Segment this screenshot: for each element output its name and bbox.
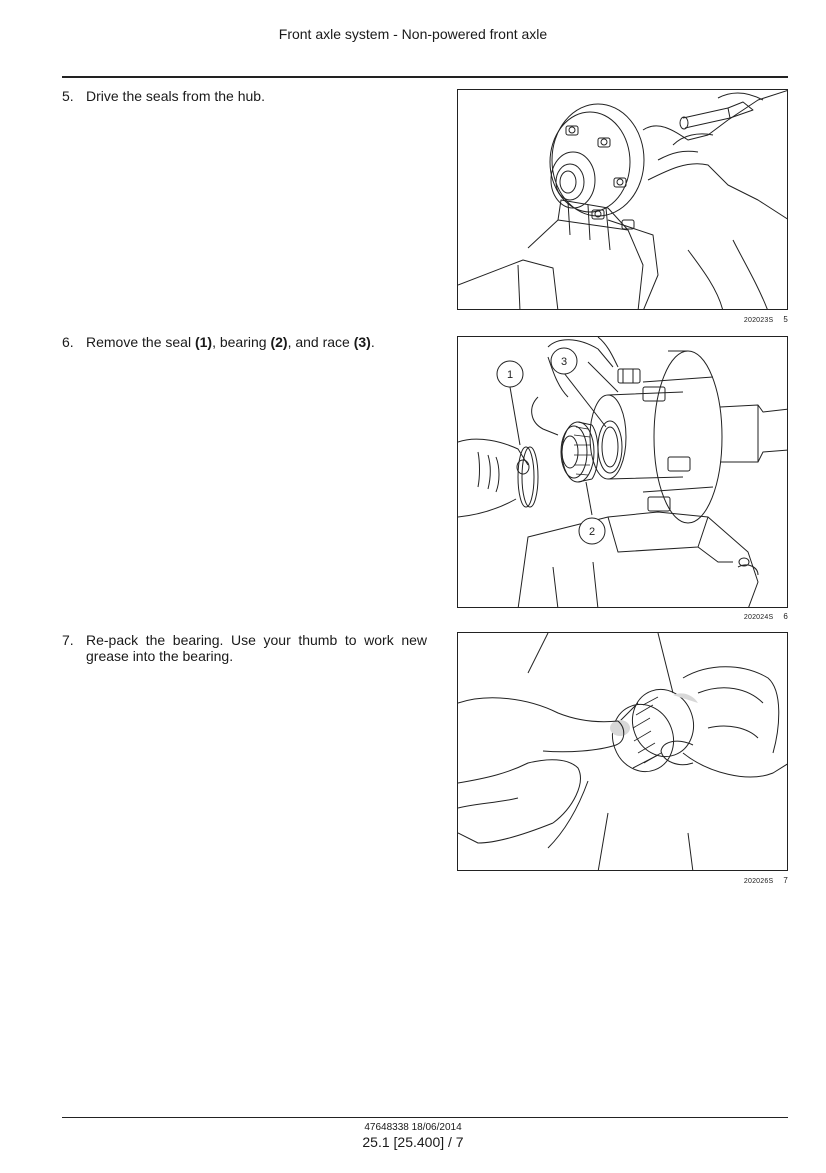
step-number: 5.	[62, 88, 74, 104]
figure-number: 5	[783, 315, 788, 324]
header-rule	[62, 76, 788, 78]
step-text: Remove the seal (1), bearing (2), and ra…	[86, 334, 375, 350]
figure-hub-seal-removal	[457, 89, 788, 310]
callout-seal: 1	[507, 369, 513, 381]
figure-code: 202024S	[743, 614, 774, 621]
figure-repack-bearing	[457, 632, 788, 871]
figure-caption: 202024S 6	[744, 612, 788, 621]
footer-rule	[62, 1117, 788, 1118]
step-text: Drive the seals from the hub.	[86, 88, 265, 104]
step-number: 6.	[62, 334, 74, 350]
callout-bearing: 2	[589, 526, 595, 538]
footer-doc-ref: 47648338 18/06/2014	[364, 1122, 462, 1133]
page-header: Front axle system - Non-powered front ax…	[278, 26, 548, 42]
step-number: 7.	[62, 632, 74, 648]
figure-seal-bearing-race: 1 3 2	[457, 336, 788, 608]
step-6: 6. Remove the seal (1), bearing (2), and…	[62, 334, 427, 350]
footer-page-number: 25.1 [25.400] / 7	[362, 1134, 464, 1150]
callout-race: 3	[561, 356, 567, 368]
figure-code: 202026S	[743, 878, 774, 885]
step-text: Re-pack the bearing. Use your thumb to w…	[86, 632, 427, 664]
figure-number: 7	[783, 876, 788, 885]
figure-caption: 202023S 5	[744, 315, 788, 324]
step-7: 7. Re-pack the bearing. Use your thumb t…	[62, 632, 427, 664]
figure-number: 6	[783, 612, 788, 621]
step-5: 5. Drive the seals from the hub.	[62, 88, 427, 104]
figure-code: 202023S	[743, 317, 774, 324]
figure-caption: 202026S 7	[744, 876, 788, 885]
